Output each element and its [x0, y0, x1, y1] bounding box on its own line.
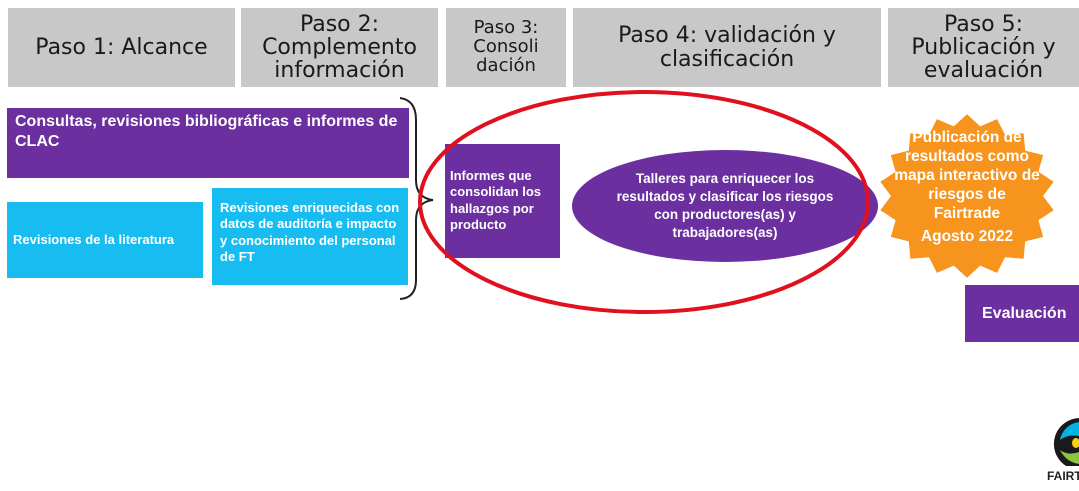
revisiones-literatura-box: Revisiones de la literatura — [7, 202, 203, 278]
step-header-2: Paso 2: Complemento información — [241, 8, 438, 87]
publicacion-line-2: resultados como — [904, 148, 1030, 166]
step-header-1: Paso 1: Alcance — [8, 8, 235, 87]
talleres-ellipse: Talleres para enriquecer los resultados … — [572, 150, 878, 262]
step-5-label: Paso 5: Publicación y evaluación — [911, 11, 1056, 84]
fairtrade-logo-icon — [1053, 418, 1079, 466]
consultas-text: Consultas, revisiones bibliográficas e i… — [15, 113, 398, 150]
highlight-circle — [418, 90, 870, 314]
step-3-label: Paso 3: Consoli dación — [473, 17, 539, 76]
informes-text: Informes que consolidan los hallazgos po… — [450, 168, 542, 232]
step-header-3: Paso 3: Consoli dación — [446, 8, 566, 87]
talleres-text: Talleres para enriquecer los resultados … — [616, 170, 834, 241]
step-4-label: Paso 4: validación y clasificación — [618, 23, 836, 72]
publicacion-line-4: riesgos de — [928, 186, 1006, 204]
step-2-label: Paso 2: Complemento información — [262, 11, 417, 84]
step-header-5: Paso 5: Publicación y evaluación — [888, 8, 1079, 87]
publicacion-text: Publicación de resultados como mapa inte… — [884, 128, 1050, 246]
revisiones-enriquecidas-text: Revisiones enriquecidas con datos de aud… — [220, 200, 400, 264]
evaluacion-text: Evaluación — [982, 305, 1067, 322]
publicacion-date: Agosto 2022 — [920, 228, 1014, 246]
curly-brace-icon — [399, 97, 434, 300]
evaluacion-box: Evaluación — [965, 285, 1079, 342]
publicacion-line-3: mapa interactivo de — [894, 167, 1040, 185]
step-1-label: Paso 1: Alcance — [35, 34, 208, 60]
revisiones-enriquecidas-box: Revisiones enriquecidas con datos de aud… — [212, 188, 408, 285]
step-header-4: Paso 4: validación y clasificación — [573, 8, 881, 87]
starburst-badge — [880, 114, 1054, 278]
fairtrade-logo-text: FAIRT — [1047, 469, 1079, 483]
publicacion-line-5: Fairtrade — [933, 205, 1001, 223]
informes-box: Informes que consolidan los hallazgos po… — [445, 144, 560, 258]
revisiones-literatura-text: Revisiones de la literatura — [13, 231, 175, 247]
publicacion-line-1: Publicación de — [912, 129, 1022, 146]
consultas-box: Consultas, revisiones bibliográficas e i… — [7, 108, 409, 178]
